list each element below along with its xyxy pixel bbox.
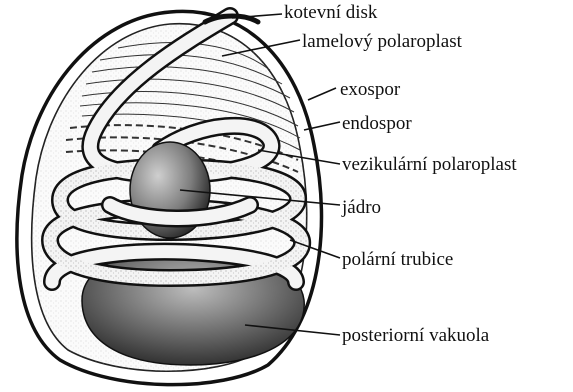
label-endospor: endospor xyxy=(342,114,412,133)
label-jadro: jádro xyxy=(342,198,381,217)
label-lamelovy-polaroplast: lamelový polaroplast xyxy=(302,32,462,51)
label-posteriorni-vakuola: posteriorní vakuola xyxy=(342,326,489,345)
label-vezikularni-polaroplast: vezikulární polaroplast xyxy=(342,155,517,174)
label-polarni-trubice: polární trubice xyxy=(342,250,453,269)
label-exospor: exospor xyxy=(340,80,400,99)
label-kotevni-disk: kotevní disk xyxy=(284,3,377,22)
